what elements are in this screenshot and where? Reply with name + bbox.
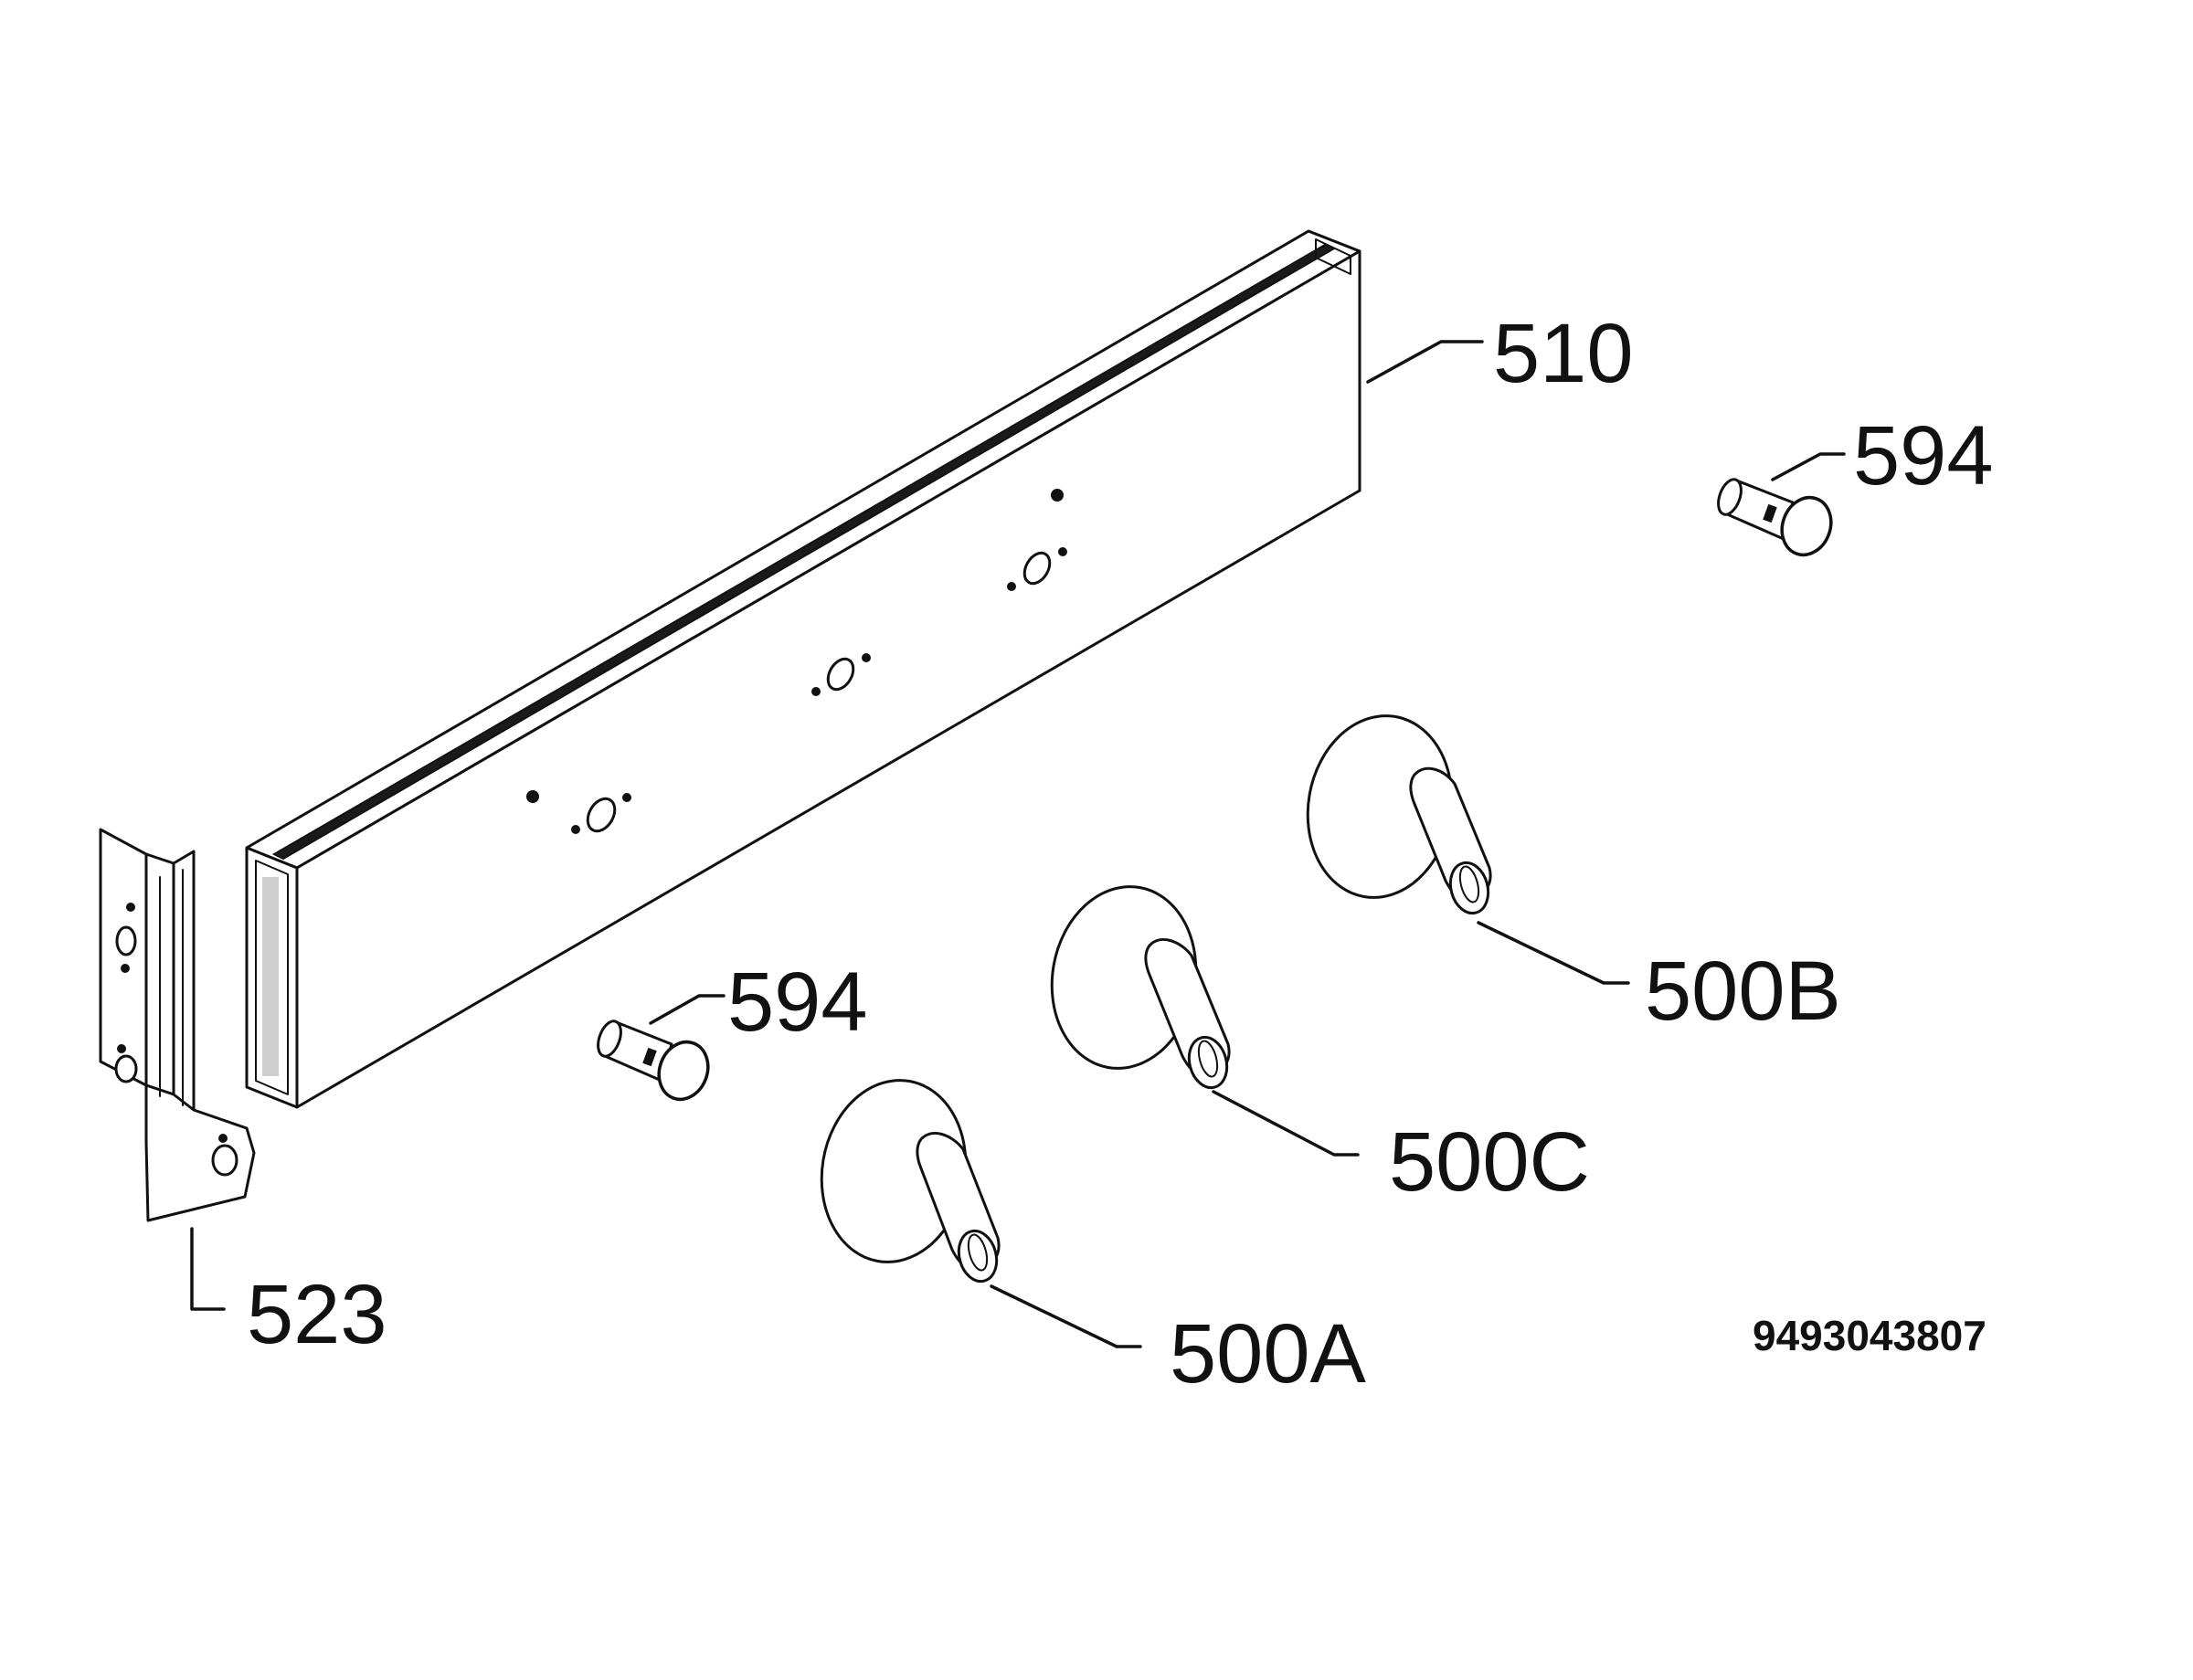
leader-500a	[990, 1284, 1142, 1348]
panel-hole-group-2	[811, 653, 871, 696]
label-594-left: 594	[727, 956, 868, 1049]
leader-510	[1366, 340, 1484, 384]
screw-594-left	[597, 1020, 710, 1102]
panel-hole-group-1	[526, 790, 631, 834]
leader-lines	[190, 340, 1846, 1348]
label-500b: 500B	[1645, 945, 1841, 1038]
leader-594-left	[649, 994, 726, 1025]
end-bracket-523	[99, 828, 256, 1222]
label-594-right: 594	[1853, 409, 1994, 502]
label-500a: 500A	[1170, 1307, 1366, 1400]
leader-523	[190, 1227, 226, 1311]
knob-500b	[1306, 714, 1492, 915]
leader-500b	[1477, 921, 1630, 985]
label-523: 523	[247, 1268, 387, 1361]
knob-500c	[1050, 885, 1231, 1090]
panel-hole-group-3	[1007, 489, 1067, 591]
label-500c: 500C	[1389, 1115, 1590, 1209]
knob-500a	[820, 1079, 1001, 1284]
leader-594-right	[1771, 452, 1846, 481]
drawing-number: 9493043807	[1753, 1312, 1986, 1359]
control-panel-510	[245, 229, 1361, 1109]
leader-500c	[1212, 1090, 1360, 1157]
label-510: 510	[1493, 307, 1634, 400]
screw-594-right	[1717, 478, 1833, 557]
